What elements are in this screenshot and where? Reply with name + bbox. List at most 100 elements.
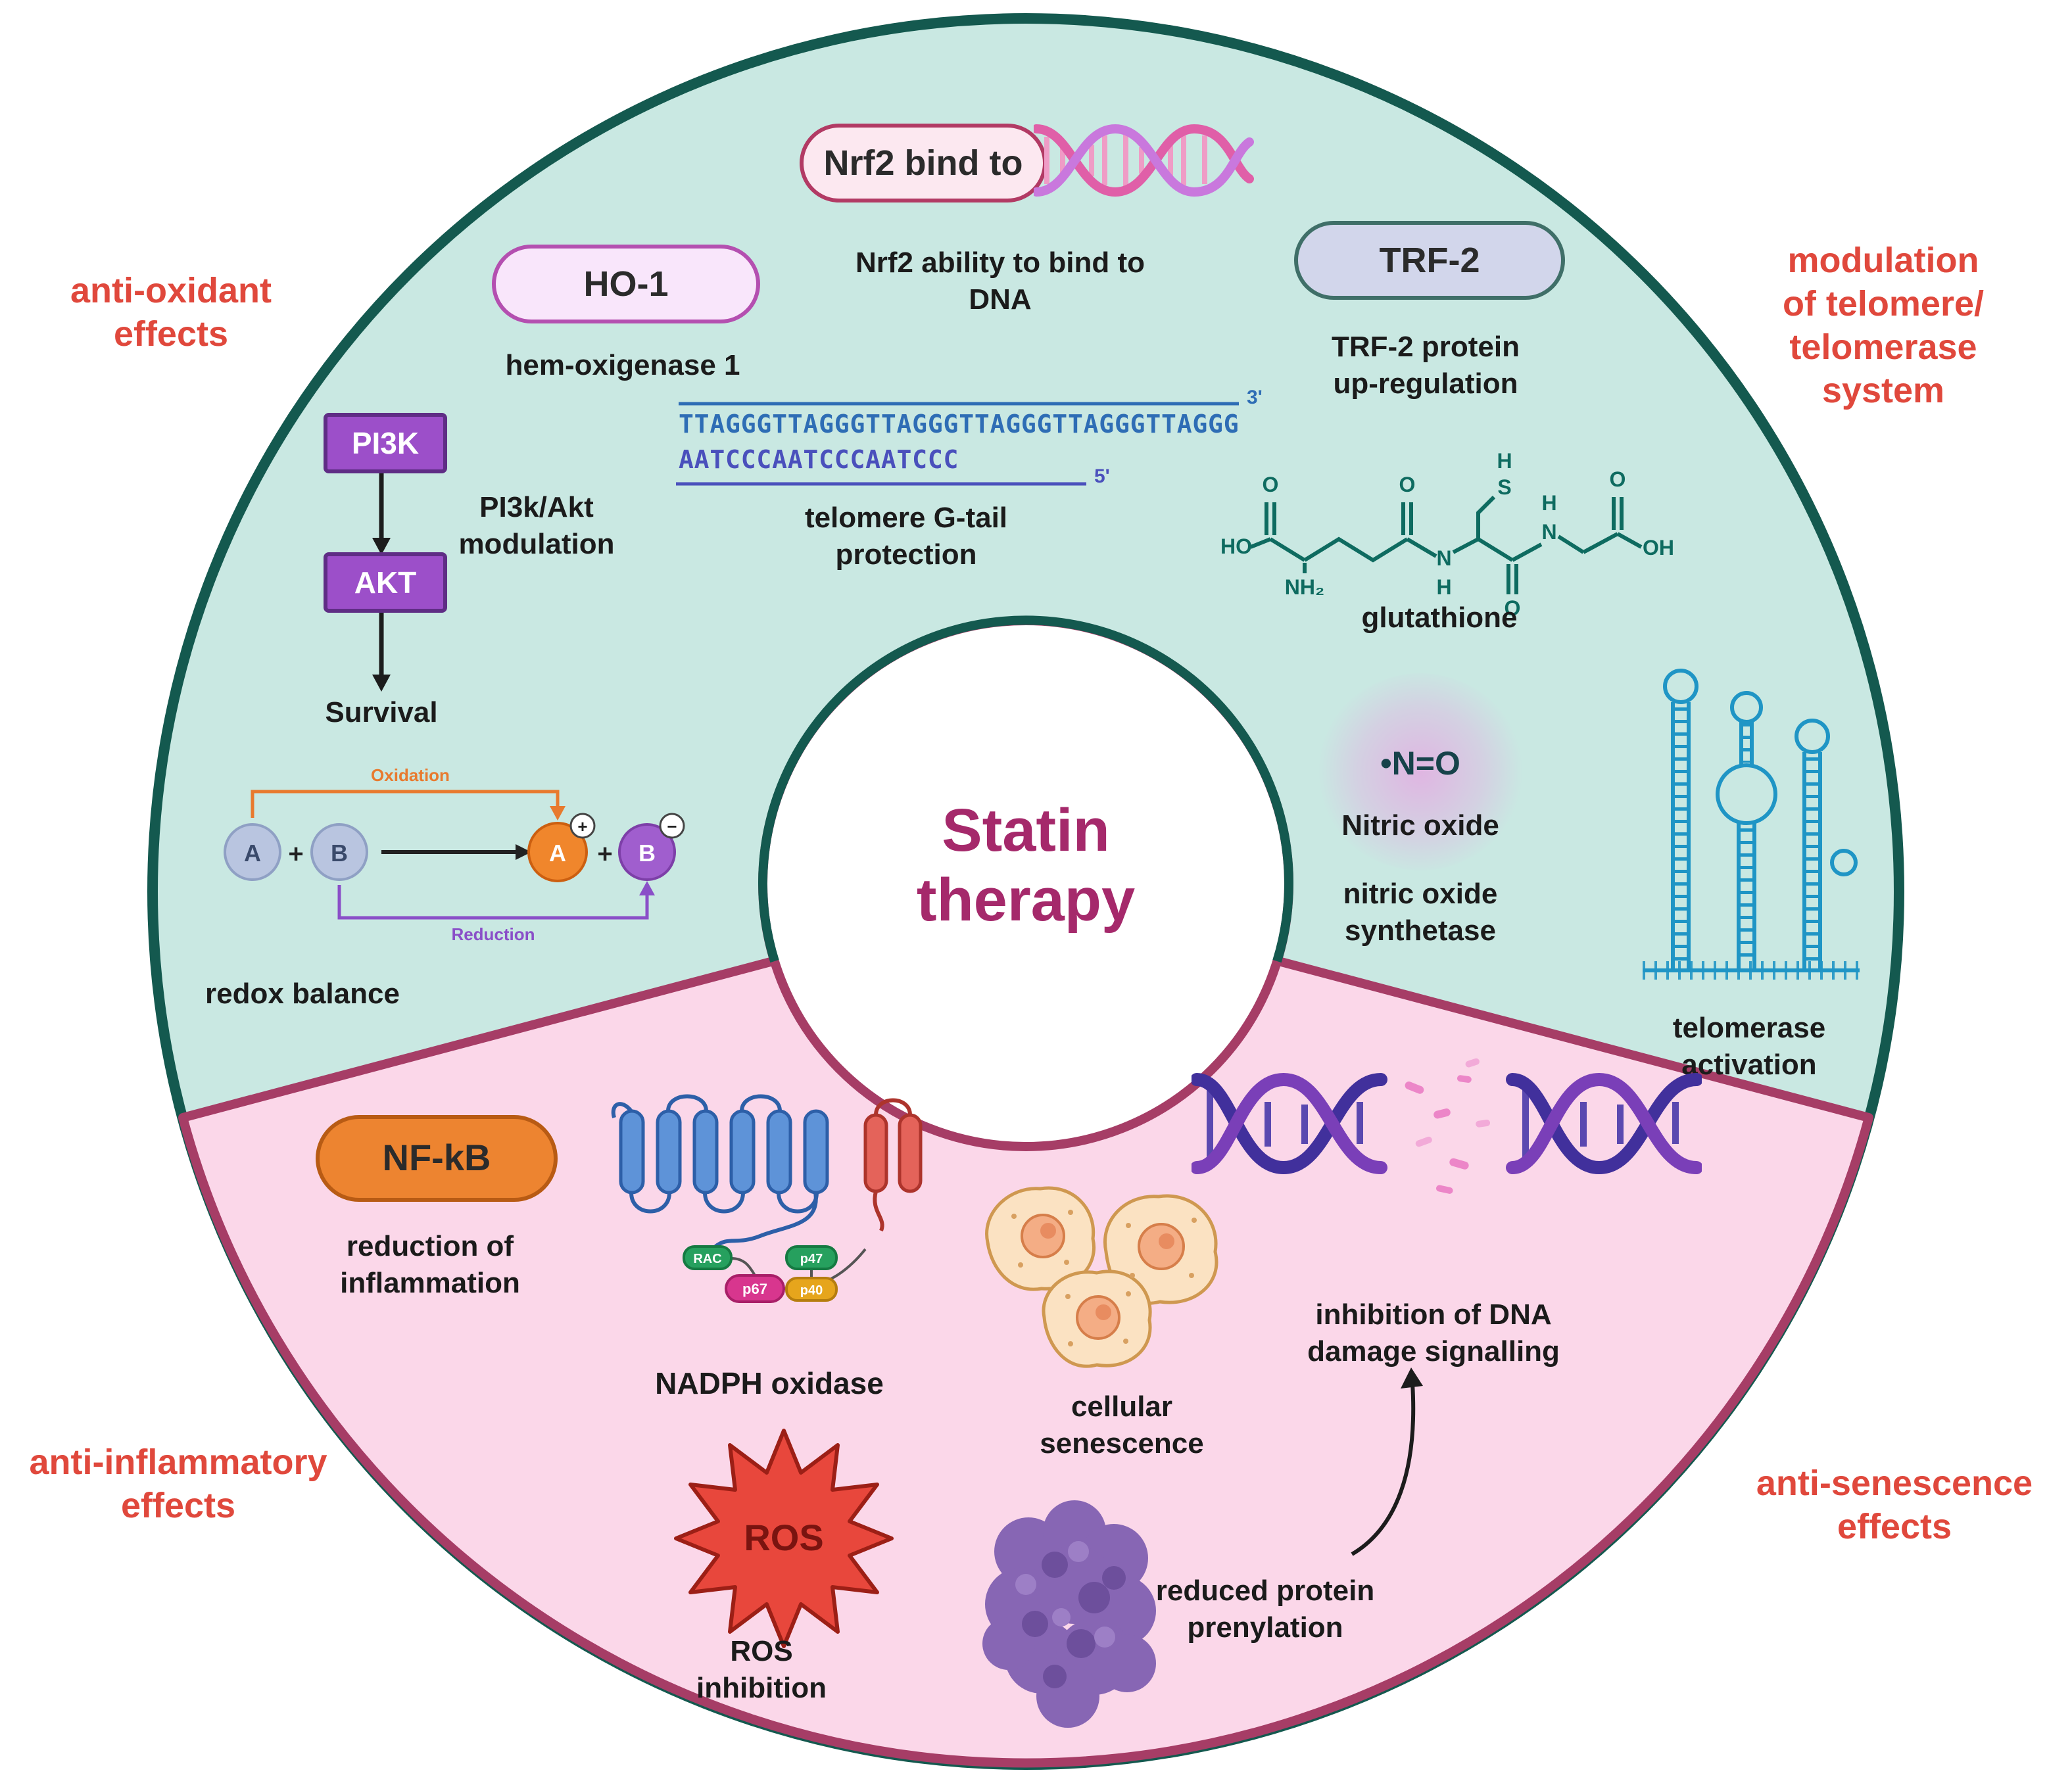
membrane-helices-blue [619,1109,829,1195]
three-prime-label: 3' [1247,387,1263,409]
center-circle-top-arc [758,615,1293,963]
trf2-pill: TRF-2 [1294,221,1565,300]
pi3k-box: PI3K [324,413,447,473]
rac-subunit [683,1245,733,1270]
atom-o1: O [1263,473,1279,496]
atom-s: S [1497,475,1511,499]
molecule-b2 [618,823,676,881]
atom-o2: O [1399,473,1416,496]
atom-h2: H [1541,491,1556,515]
plus-charge-badge [569,813,596,839]
nitric-oxide-synthetase-label: nitric oxide synthetase [1343,877,1498,946]
ho1-pill: HO-1 [492,245,760,323]
protein-blob-icon [982,1500,1156,1728]
curved-arrow-icon [1351,1383,1416,1556]
dna-segment-left [1192,1072,1387,1175]
plus-1: + [288,840,303,868]
damaged-dna-icon [1192,1058,1702,1194]
molecule-b2-label: B [638,840,656,867]
cell-nucleoli [1040,1223,1174,1320]
molecule-b1-label: B [331,840,348,867]
nfkb-pill: NF-kB [316,1115,558,1202]
p40-subunit [785,1277,838,1302]
atom-oh: OH [1643,536,1674,559]
pi3k-akt-label: PI3k/Akt modulation [458,490,615,559]
corner-label-antioxidant: anti-oxidant effects [70,271,272,354]
p40-label: p40 [800,1283,823,1298]
glutathione-bonds [1249,495,1643,594]
redox-scheme-icon: Oxidation A + B A + + B − Reduction [224,765,685,944]
corner-label-telomere: modulation of telomere/ telomerase syste… [1782,241,1985,410]
redox-balance-label: redox balance [205,977,400,1010]
molecule-b1 [310,823,368,881]
atom-nh2: NH₂ [1285,575,1324,599]
oxidation-arrow-head [550,806,566,820]
nitric-oxide-glow [1318,673,1523,870]
protein-highlights [1015,1541,1115,1648]
nfkb-label: reduction of inflammation [340,1229,520,1298]
atom-o4: O [1610,467,1626,491]
p47-subunit [785,1245,838,1270]
telomere-seq-bottom: AATCCCAATCCCAATCCC [679,446,959,475]
nadph-red-loops [873,1098,912,1232]
nrf2-pill: Nrf2 bind to [800,124,1047,202]
nadph-oxidase-icon: RAC p67 p47 p40 [611,1094,923,1303]
ros-text: ROS [744,1517,823,1558]
p47-label: p47 [800,1252,823,1266]
minus-charge-badge [659,813,685,839]
p67-label: p67 [742,1281,767,1297]
molecule-a1 [224,823,281,881]
oxidation-label: Oxidation [371,765,450,785]
minus-charge: − [667,817,677,836]
cell-granules [1011,1210,1197,1346]
corner-label-antisenescence: anti-senescence effects [1756,1463,2033,1546]
dna-strand-2 [1034,124,1254,197]
reduction-label: Reduction [451,924,535,944]
dna-damage-label: inhibition of DNA damage signalling [1307,1298,1560,1367]
telomere-seq-top: TTAGGGTTAGGGTTAGGGTTAGGGTTAGGGTTAGGG [679,410,1240,439]
reduction-bracket [337,885,649,920]
corner-label-antiinflammatory: anti-inflammatory effects [29,1442,327,1525]
dna-fragments [1405,1058,1491,1194]
dna-helix-icon [1034,124,1254,197]
plus-charge: + [577,817,587,836]
ho1-label: hem-oxigenase 1 [505,348,740,381]
nadph-loops [611,1094,819,1248]
molecule-a2 [527,822,588,882]
nitric-oxide-formula: •N=O [1380,746,1460,782]
atom-ho: HO [1220,535,1252,558]
glutathione-atoms: HO O NH₂ O N H S H O N H O OH [1220,452,1674,620]
glutathione-structure-icon: HO O NH₂ O N H S H O N H O OH [1220,452,1674,620]
statin-therapy-title: Statin therapy [916,796,1136,934]
curved-arrow-head [1401,1367,1423,1389]
akt-box: AKT [324,552,447,613]
molecule-a1-label: A [244,840,261,867]
trf2-label: TRF-2 protein up-regulation [1332,330,1520,399]
p67-subunit [725,1274,785,1303]
nrf2-label: Nrf2 ability to bind to DNA [855,246,1145,315]
five-prime-label: 5' [1094,465,1110,488]
arrow-head-2 [372,675,391,692]
senescent-cells-icon [985,1186,1218,1368]
gtail-label: telomere G-tail protection [804,501,1008,570]
molecule-a2-label: A [549,840,566,867]
telomerase-activation-label: telomerase activation [1672,1011,1826,1080]
nadph-oxidase-label: NADPH oxidase [655,1366,884,1400]
dna-left-rungs [1207,1089,1363,1157]
protein-shading [1022,1552,1126,1688]
ros-inhibition-label: ROS inhibition [696,1634,827,1703]
reaction-arrow-head [516,844,531,860]
atom-n2: N [1541,520,1556,544]
telomerase-strands [1643,669,1860,980]
ros-star-icon: ROS [674,1429,894,1648]
atom-o3: O [1505,596,1521,620]
prenylation-label: reduced protein prenylation [1155,1574,1375,1643]
oxidation-bracket [251,790,560,818]
atom-n1: N [1436,546,1451,570]
dna-right-rungs [1522,1089,1679,1157]
plus-2: + [597,840,612,868]
dna-segment-right [1506,1072,1702,1175]
reduction-arrow-head [639,881,655,895]
